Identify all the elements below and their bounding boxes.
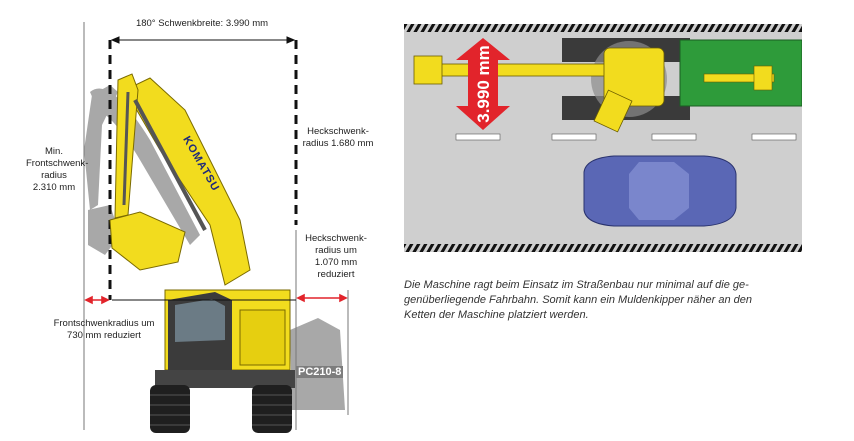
lane-markings xyxy=(455,133,797,141)
excavator-drawing xyxy=(83,22,349,433)
width-arrow xyxy=(456,38,510,130)
dump-truck xyxy=(679,39,802,107)
width-value-label: 3.990 mm xyxy=(474,45,493,123)
caption-line: Ketten der Maschine platziert werden. xyxy=(404,309,589,321)
tail-swing-radius-label: Heckschwenk- radius 1.680 mm xyxy=(302,126,374,149)
caption-line: genüberliegende Fahrbahn. Somit kann ein… xyxy=(404,294,752,306)
min-front-radius-label: Min. Frontschwenk- radius 2.310 mm xyxy=(26,146,89,193)
road-diagram: 3.990 mm xyxy=(404,24,802,256)
yellow-excavator xyxy=(109,73,295,433)
road-drawing xyxy=(404,24,802,252)
swing-width-arrow xyxy=(110,36,296,44)
model-label: PC210-8 xyxy=(296,366,344,378)
caption: Die Maschine ragt beim Einsatz im Straße… xyxy=(404,278,824,323)
reduction-markers xyxy=(84,293,348,305)
swing-width-label: 180° Schwenkbreite: 3.990 mm xyxy=(135,18,269,29)
excavator-diagram: KOMATSU PC210-8 180° Schwenkbreite: 3.99… xyxy=(0,0,380,441)
front-swing-reduced-label: Frontschwenkradius um 730 mm reduziert xyxy=(53,318,155,341)
car xyxy=(583,155,737,227)
ghost-excavator xyxy=(84,85,345,410)
caption-line: Die Maschine ragt beim Einsatz im Straße… xyxy=(404,279,749,291)
swing-boundary-lines xyxy=(108,40,298,300)
tail-swing-reduced-label: Heckschwenk- radius um 1.070 mm reduzier… xyxy=(305,233,367,280)
